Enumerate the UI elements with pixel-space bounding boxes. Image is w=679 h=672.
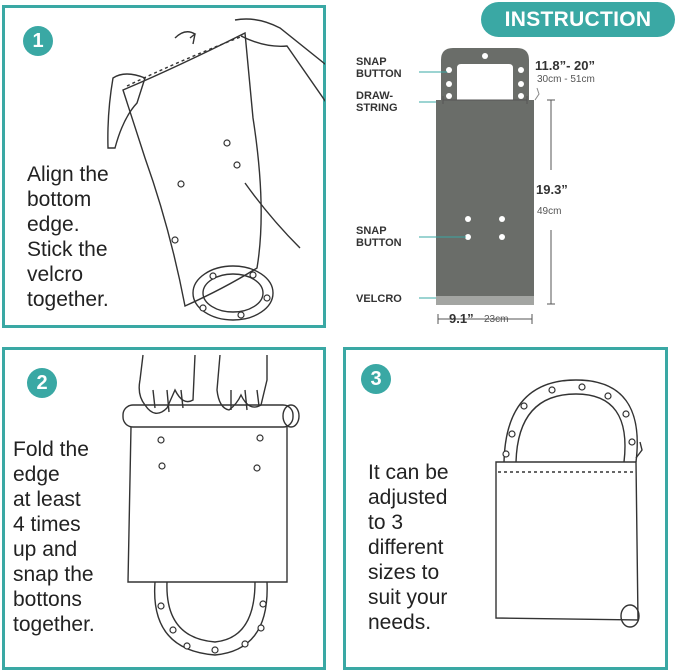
width-dimension-cm: 23cm <box>484 314 509 325</box>
step-3-panel: 3 It can be adjusted to 3 different size… <box>343 347 668 670</box>
height-dimension-inches: 19.3” <box>536 182 568 197</box>
step-2-number: 2 <box>27 368 57 398</box>
step-3-text: It can be adjusted to 3 different sizes … <box>368 461 449 634</box>
step-1-text: Align the bottom edge. Stick the velcro … <box>27 163 109 311</box>
step-2-panel: 2 Fold the edge at least 4 times up and … <box>2 347 326 670</box>
step-3-illustration <box>495 379 643 628</box>
handle-dimension-cm: 30cm - 51cm <box>537 74 595 85</box>
width-dimension-inches: 9.1” <box>449 311 474 326</box>
bag-body <box>436 100 534 298</box>
label-snap-button-top: SNAP BUTTON <box>356 56 402 80</box>
step-1-illustration <box>107 18 325 321</box>
bag-diagram <box>419 48 555 324</box>
label-snap-button-mid: SNAP BUTTON <box>356 225 402 249</box>
step-1-panel: 1 Align the bottom edge. Stick the velcr… <box>2 5 326 328</box>
instruction-badge: INSTRUCTION <box>481 2 675 37</box>
step-2-text: Fold the edge at least 4 times up and sn… <box>13 438 95 636</box>
velcro-strip <box>436 296 534 305</box>
step-2-illustration <box>122 354 300 656</box>
step-1-number: 1 <box>23 26 53 56</box>
handle-shape <box>441 48 529 102</box>
step-3-number: 3 <box>361 364 391 394</box>
label-drawstring: DRAW- STRING <box>356 90 398 114</box>
label-velcro: VELCRO <box>356 293 402 305</box>
handle-dimension-inches: 11.8”- 20” <box>535 58 595 73</box>
height-dimension-cm: 49cm <box>537 206 562 217</box>
